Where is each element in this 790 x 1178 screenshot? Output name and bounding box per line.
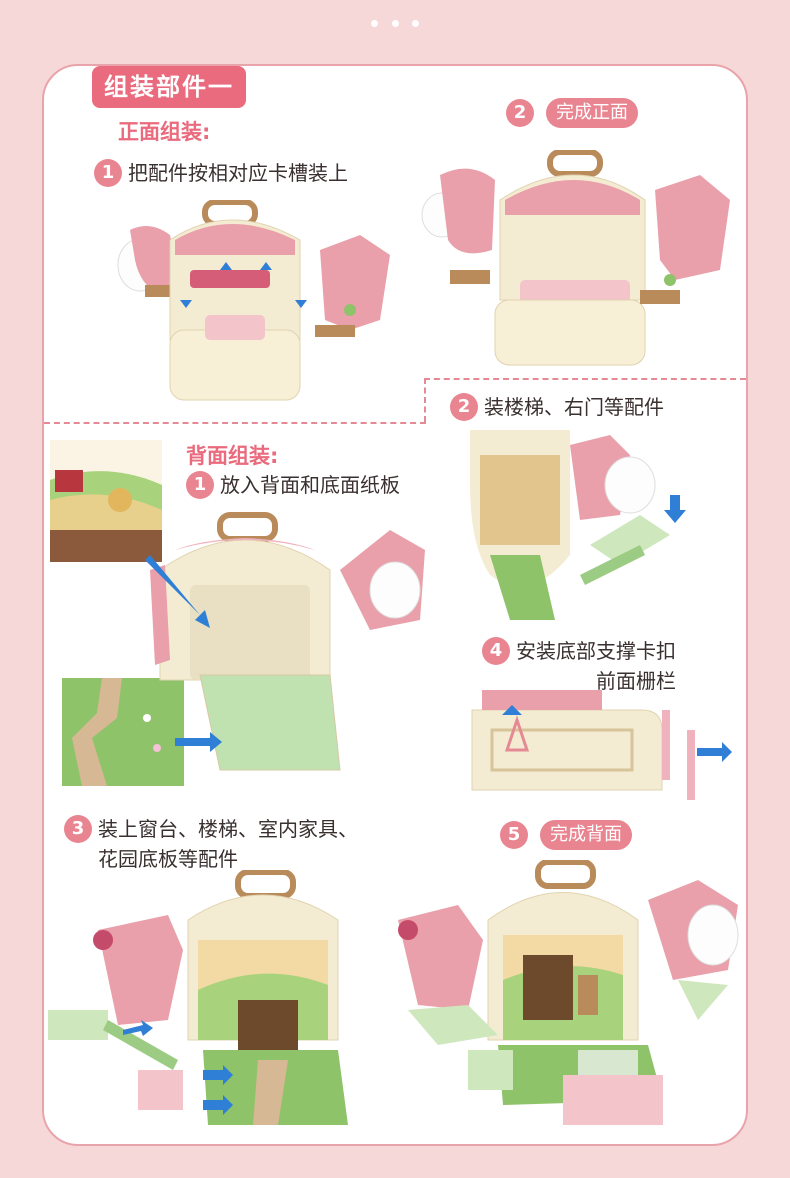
step-number: 1 (94, 159, 122, 187)
step-text: 装楼梯、右门等配件 (484, 395, 664, 419)
back-step-3: 3 装上窗台、楼梯、室内家具、 花园底板等配件 (64, 814, 358, 874)
base-clip-fence-illustration (471, 690, 732, 800)
step-text-line1: 安装底部支撑卡扣 (516, 639, 676, 663)
back-step-5: 5 完成背面 (500, 820, 632, 850)
divider-left (44, 422, 426, 424)
dot-2[interactable] (391, 20, 399, 27)
step-text: 把配件按相对应卡槽装上 (128, 161, 348, 185)
divider-top-right (424, 378, 746, 380)
divider-vertical (424, 378, 426, 422)
backpack-back-open-illustration (145, 512, 425, 771)
pagination-dots[interactable] (0, 12, 790, 31)
step-number: 5 (500, 821, 528, 849)
back-step-4: 4 安装底部支撑卡扣 前面栅栏 (482, 636, 676, 696)
dot-1[interactable] (371, 20, 379, 27)
step-number: 4 (482, 637, 510, 665)
scenery-card-illustration (50, 440, 162, 562)
step-badge: 完成背面 (540, 820, 632, 850)
step-text: 放入背面和底面纸板 (220, 473, 400, 497)
garden-floor-card-illustration (62, 678, 184, 786)
stairs-door-illustration (470, 430, 686, 620)
backpack-front-parts-illustration (117, 200, 390, 401)
back-section-title: 背面组装: (186, 444, 279, 468)
front-section-title: 正面组装: (118, 120, 211, 144)
step-number: 3 (64, 815, 92, 843)
step-badge: 完成正面 (546, 98, 638, 128)
main-title: 组装部件一 (92, 66, 246, 108)
backpack-back-complete-illustration (398, 860, 739, 1125)
step-number: 1 (186, 471, 214, 499)
backpack-back-furnished-illustration (48, 870, 348, 1125)
front-step-2: 2 完成正面 (506, 98, 638, 128)
front-step-1: 1 把配件按相对应卡槽装上 (94, 158, 348, 188)
step-text-line2: 前面栅栏 (596, 669, 676, 693)
step-number: 2 (506, 99, 534, 127)
step-text-line2: 花园底板等配件 (98, 847, 238, 871)
step-text-line1: 装上窗台、楼梯、室内家具、 (98, 817, 358, 841)
backpack-front-complete-illustration (421, 150, 730, 366)
back-step-2: 2 装楼梯、右门等配件 (450, 392, 664, 422)
step-number: 2 (450, 393, 478, 421)
dot-3[interactable] (411, 20, 419, 27)
back-step-1: 1 放入背面和底面纸板 (186, 470, 400, 500)
